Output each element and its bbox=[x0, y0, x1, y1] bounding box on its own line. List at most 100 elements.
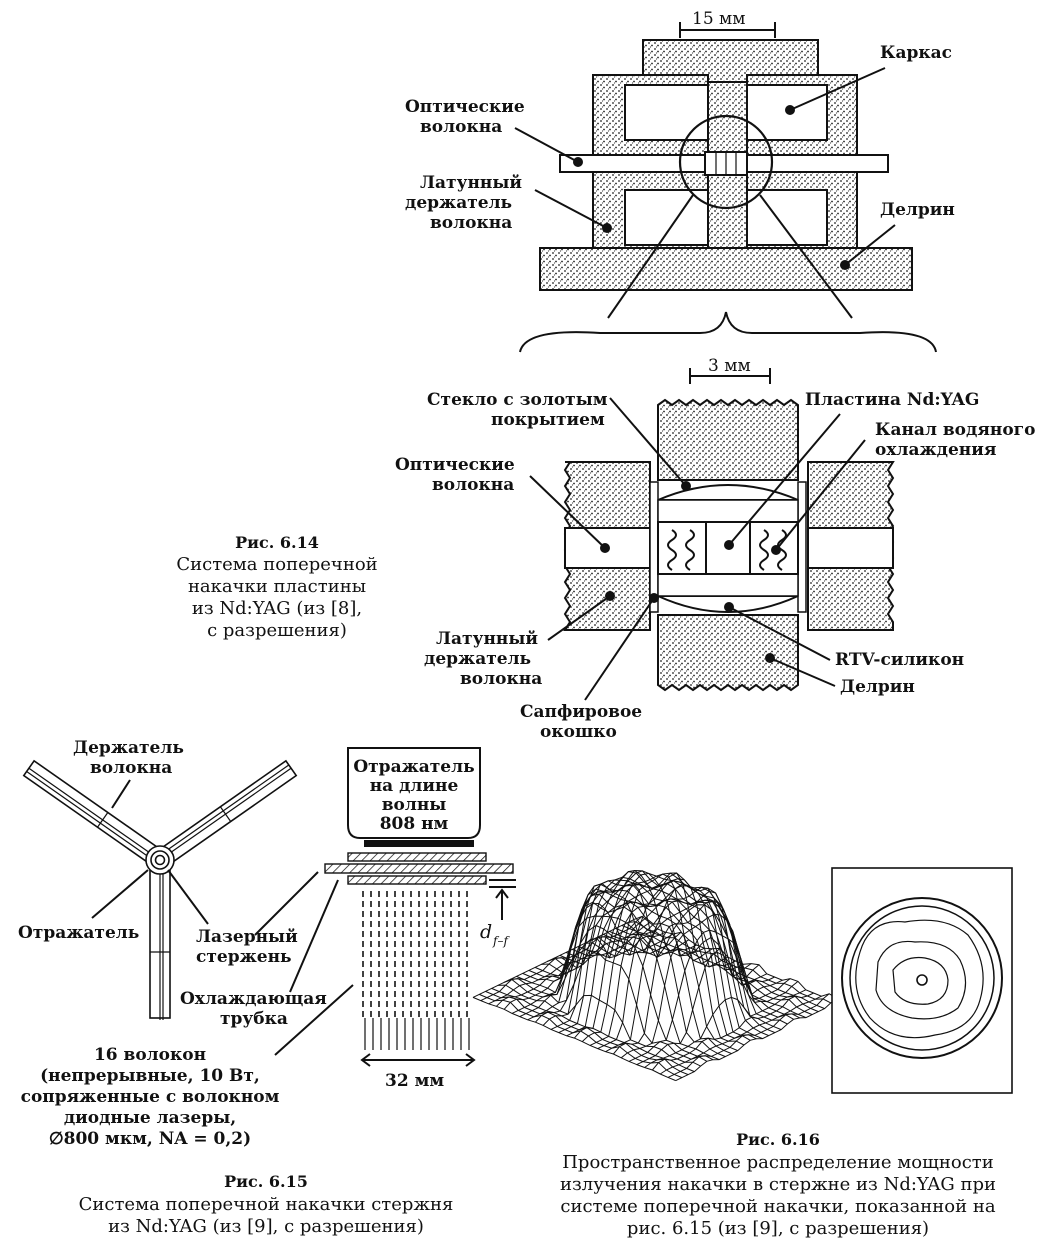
fiber-array bbox=[358, 888, 474, 1018]
mesh-line bbox=[574, 880, 736, 1039]
mesh-line bbox=[535, 869, 697, 1023]
label-cooling-tube-2: трубка bbox=[220, 1009, 288, 1029]
mesh-line bbox=[519, 883, 682, 1018]
mesh-line bbox=[652, 992, 814, 1071]
label-optical-fibers-detail-1: Оптические bbox=[395, 455, 515, 475]
label-reflector-808-1: Отражатель bbox=[353, 757, 474, 777]
caption-fig616-line1: Пространственное распределение мощности bbox=[562, 1152, 994, 1173]
caption-fig616-line4: рис. 6.15 (из [9], с разрешения) bbox=[627, 1218, 929, 1239]
label-sapphire-1: Сапфировое bbox=[520, 702, 642, 722]
caption-fig614: Рис. 6.14 Система поперечной накачки пла… bbox=[176, 533, 377, 641]
mesh-line bbox=[581, 885, 744, 1042]
label-water-channel-2: охлаждения bbox=[875, 440, 996, 460]
mesh-line bbox=[589, 886, 752, 1046]
label-fibers-desc-5: ∅800 мкм, NA = 0,2) bbox=[49, 1129, 251, 1149]
label-brass-detail-2: держатель bbox=[424, 649, 531, 669]
fig614-detail: 3 мм Стекло с золотым покрытием Пластина… bbox=[395, 356, 1035, 742]
label-delrin-detail: Делрин bbox=[840, 677, 915, 697]
label-brass-top-3: волокна bbox=[430, 213, 512, 233]
mesh-line bbox=[558, 872, 721, 1034]
mesh-line bbox=[472, 918, 635, 998]
label-rtv: RTV-силикон bbox=[835, 650, 964, 670]
label-dff-sub: f–f bbox=[492, 934, 510, 948]
mesh-line bbox=[675, 997, 838, 1082]
mesh-line bbox=[480, 916, 643, 1002]
caption-fig615-line1: Система поперечной накачки стержня bbox=[79, 1194, 454, 1215]
label-fiber-holder-1: Держатель bbox=[73, 738, 184, 758]
caption-fig614-line4: с разрешения) bbox=[207, 620, 347, 641]
mesh-line bbox=[636, 951, 799, 1066]
mesh-line bbox=[620, 913, 783, 1059]
detail-top-block bbox=[657, 398, 799, 481]
caption-fig615: Рис. 6.15 Система поперечной накачки сте… bbox=[79, 1172, 454, 1237]
caption-fig615-number: Рис. 6.15 bbox=[224, 1172, 308, 1191]
mesh-line bbox=[667, 993, 830, 1078]
detail-brace bbox=[519, 311, 937, 353]
detail-bottom-block bbox=[657, 614, 799, 692]
label-frame: Каркас bbox=[880, 43, 952, 63]
mesh-line bbox=[659, 995, 822, 1075]
label-fibers-desc-2: (непрерывные, 10 Вт, bbox=[40, 1066, 260, 1086]
mesh-line bbox=[597, 890, 760, 1050]
label-fibers-desc-4: диодные лазеры, bbox=[64, 1108, 236, 1128]
caption-fig614-line3: из Nd:YAG (из [8], bbox=[192, 598, 362, 619]
base-block bbox=[539, 247, 913, 291]
label-reflector: Отражатель bbox=[18, 923, 139, 943]
mesh-line bbox=[605, 899, 768, 1053]
reflector-808-box bbox=[347, 747, 481, 839]
label-gold-glass-1: Стекло с золотым bbox=[427, 390, 608, 410]
label-reflector-808-3: волны bbox=[382, 795, 447, 815]
label-optical-fibers-top-2: волокна bbox=[420, 117, 502, 137]
caption-fig616-number: Рис. 6.16 bbox=[736, 1130, 820, 1149]
label-reflector-808-4: 808 нм bbox=[380, 814, 449, 834]
mesh-line bbox=[628, 929, 791, 1062]
caption-fig616-line2: излучения накачки в стержне из Nd:YAG пр… bbox=[560, 1174, 996, 1195]
magnify-circle bbox=[678, 114, 774, 210]
label-sapphire-2: окошко bbox=[540, 722, 617, 742]
label-brass-top-2: держатель bbox=[405, 193, 512, 213]
label-gold-glass-2: покрытием bbox=[491, 410, 605, 430]
fig614-top-assembly: 15 мм Каркас Оптические волокна Латунный bbox=[405, 9, 955, 319]
mesh-line bbox=[542, 870, 705, 1026]
laser-rod-bar bbox=[324, 863, 514, 874]
caption-fig615-line2: из Nd:YAG (из [9], с разрешения) bbox=[108, 1216, 424, 1237]
label-fiber-holder-2: волокна bbox=[90, 758, 172, 778]
label-laser-rod-2: стержень bbox=[196, 947, 292, 967]
label-optical-fibers-detail-2: волокна bbox=[432, 475, 514, 495]
mesh-line bbox=[644, 989, 807, 1068]
mesh-line bbox=[550, 873, 713, 1030]
scale-bar-3mm: 3 мм bbox=[689, 356, 771, 384]
label-ndyag-plate: Пластина Nd:YAG bbox=[805, 390, 979, 410]
scale-bar-15mm: 15 мм bbox=[679, 9, 776, 38]
mesh-line bbox=[534, 891, 738, 1052]
scale-label-32mm: 32 мм bbox=[385, 1071, 444, 1091]
label-fibers-desc-1: 16 волокон bbox=[94, 1045, 206, 1065]
fig615-holder-view: Держатель волокна Отражатель Лазерный ст… bbox=[18, 738, 354, 1149]
label-cooling-tube-1: Охлаждающая bbox=[180, 989, 327, 1009]
label-dff: d bbox=[480, 921, 492, 943]
caption-fig614-line2: накачки пластины bbox=[188, 576, 366, 597]
scale-bar-32mm: 32 мм bbox=[360, 1053, 476, 1091]
label-brass-detail-3: волокна bbox=[460, 669, 542, 689]
label-reflector-808-2: на длине bbox=[370, 776, 459, 796]
mesh-line bbox=[566, 878, 729, 1037]
fig616-contour-map bbox=[831, 867, 1013, 1094]
label-fibers-desc-3: сопряженные с волокном bbox=[21, 1087, 280, 1107]
caption-fig614-line1: Система поперечной bbox=[176, 554, 377, 575]
cooling-tube-bar bbox=[347, 852, 487, 862]
caption-fig616: Рис. 6.16 Пространственное распределение… bbox=[560, 1130, 996, 1239]
scale-label-15mm: 15 мм bbox=[692, 9, 745, 29]
mesh-line bbox=[527, 879, 690, 1021]
caption-fig614-number: Рис. 6.14 bbox=[235, 533, 319, 552]
fig616-3d-surface bbox=[472, 869, 838, 1082]
label-delrin-top: Делрин bbox=[880, 200, 955, 220]
scale-label-3mm: 3 мм bbox=[708, 356, 751, 376]
label-laser-rod-1: Лазерный bbox=[196, 927, 298, 947]
mesh-line bbox=[488, 922, 651, 1005]
caption-fig616-line3: системе поперечной накачки, показанной н… bbox=[560, 1196, 995, 1217]
fig615-side-view: Отражатель на длине волны 808 нм d f–f 3… bbox=[324, 747, 516, 1091]
label-brass-top-1: Латунный bbox=[420, 173, 522, 193]
label-brass-detail-1: Латунный bbox=[436, 629, 538, 649]
